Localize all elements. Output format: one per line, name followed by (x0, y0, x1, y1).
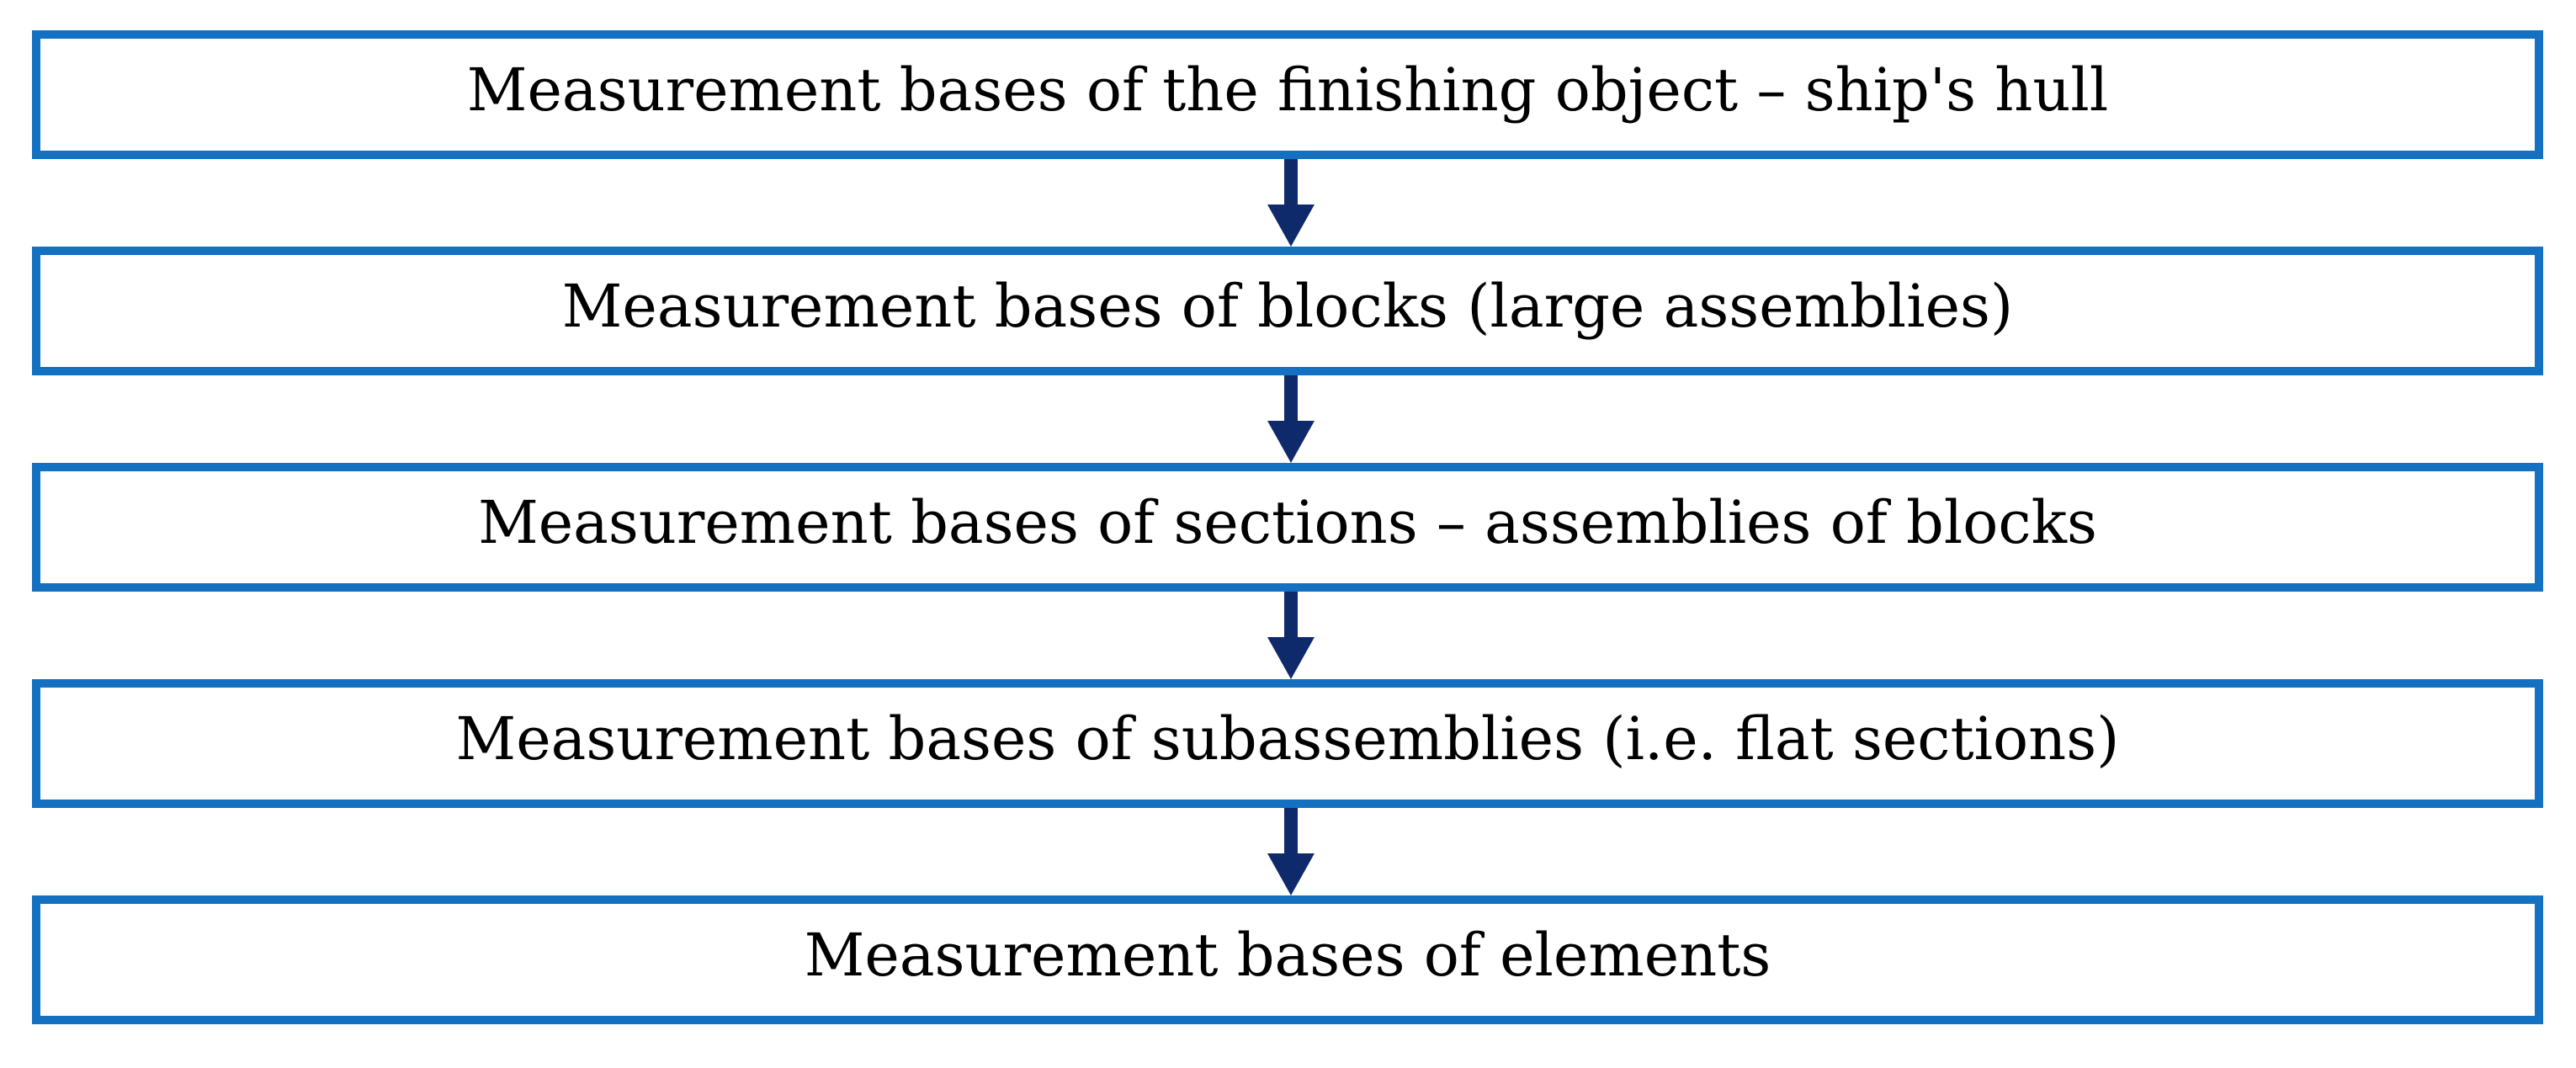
box-label-elements: Measurement bases of elements (804, 920, 1771, 990)
down-arrow-icon (1267, 375, 1315, 463)
box-label-ship-hull: Measurement bases of the finishing objec… (466, 55, 2109, 125)
box-elements: Measurement bases of elements (32, 895, 2543, 1024)
down-arrow-icon (1267, 159, 1315, 247)
box-subassemblies: Measurement bases of subassemblies (i.e.… (32, 679, 2543, 808)
box-sections: Measurement bases of sections – assembli… (32, 463, 2543, 592)
down-arrow-icon (1267, 592, 1315, 679)
box-label-subassemblies: Measurement bases of subassemblies (i.e.… (455, 704, 2120, 773)
box-blocks: Measurement bases of blocks (large assem… (32, 247, 2543, 375)
box-label-blocks: Measurement bases of blocks (large assem… (561, 271, 2014, 341)
box-label-sections: Measurement bases of sections – assembli… (478, 487, 2097, 557)
down-arrow-icon (1267, 808, 1315, 895)
box-ship-hull: Measurement bases of the finishing objec… (32, 30, 2543, 159)
